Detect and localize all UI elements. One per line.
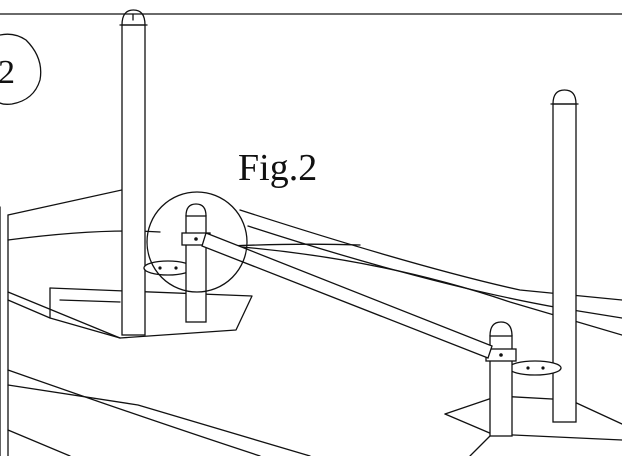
left-short-post bbox=[143, 203, 211, 323]
detail-circle bbox=[146, 191, 248, 293]
left-pad-recess bbox=[49, 287, 253, 339]
right-short-post bbox=[485, 321, 562, 437]
step-callout-circle bbox=[0, 33, 42, 105]
figure-label: Fig.2 bbox=[238, 147, 317, 189]
left-tall-pole bbox=[119, 9, 148, 336]
connecting-bar bbox=[201, 232, 493, 359]
ground-lines bbox=[0, 185, 622, 456]
right-tall-pole bbox=[550, 89, 579, 423]
right-pad-recess bbox=[444, 395, 622, 456]
step-callout: 2 bbox=[0, 33, 42, 105]
step-number: 2 bbox=[0, 54, 15, 91]
